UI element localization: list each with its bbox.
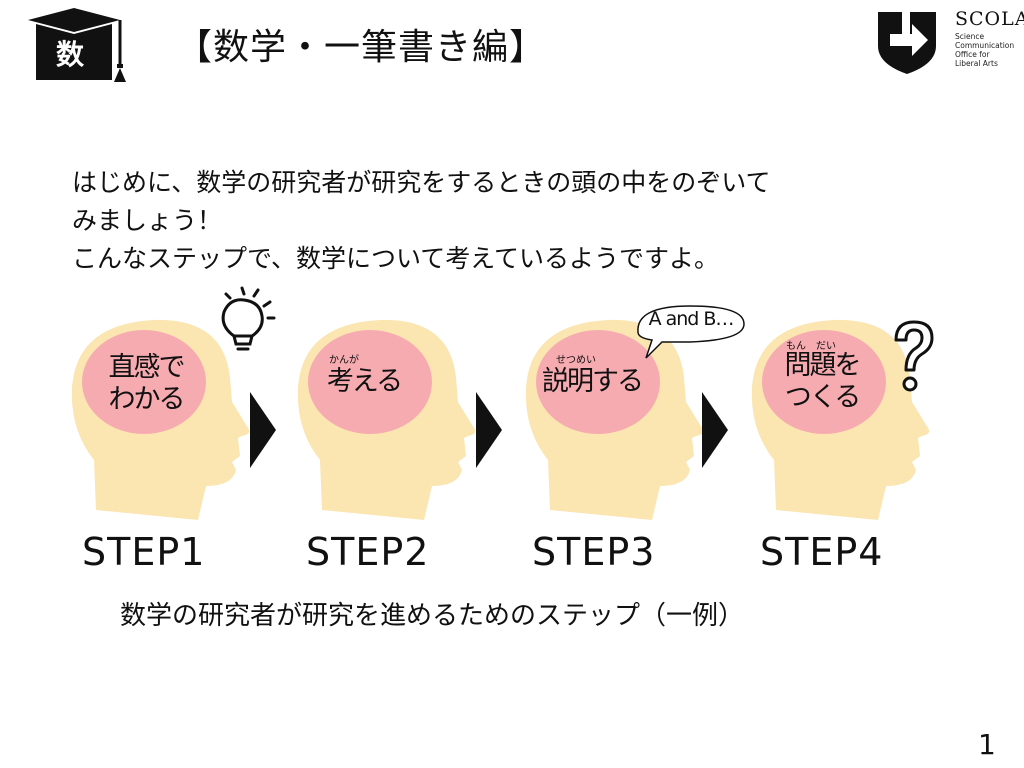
page-number: 1 bbox=[978, 728, 996, 761]
logo-subtitle: Liberal Arts bbox=[955, 59, 998, 68]
step-arrow-icon bbox=[702, 392, 728, 468]
step-arrow-icon bbox=[476, 392, 502, 468]
ruby-text: せつめい bbox=[556, 355, 596, 366]
speech-bubble bbox=[637, 305, 745, 359]
brain-label: 直感で わかる bbox=[104, 352, 188, 416]
logo-subtitle: Office for bbox=[955, 50, 990, 59]
brain-label: 考える bbox=[322, 366, 406, 398]
step-arrow-icon bbox=[250, 392, 276, 468]
page-title: 【数学・一筆書き編】 bbox=[176, 27, 547, 68]
intro-line: はじめに、数学の研究者が研究をするときの頭の中をのぞいて bbox=[72, 168, 771, 197]
brain-line: 説明する bbox=[542, 366, 644, 397]
step-label: STEP2 bbox=[306, 530, 430, 574]
badge-label: 数 bbox=[55, 38, 84, 71]
logo-subtitle: Science bbox=[955, 32, 985, 41]
intro-line: こんなステップで、数学について考えているようですよ。 bbox=[72, 244, 720, 273]
step-label: STEP1 bbox=[82, 530, 206, 574]
brain-line: 問題を bbox=[784, 350, 862, 381]
intro-line: みましょう！ bbox=[72, 206, 223, 235]
step-label: STEP4 bbox=[760, 530, 884, 574]
brain-label: 説明する bbox=[536, 366, 648, 398]
steps-caption: 数学の研究者が研究を進めるためのステップ（一例） bbox=[120, 601, 745, 631]
head-silhouette bbox=[297, 319, 476, 520]
question-mark-icon bbox=[894, 320, 934, 392]
step-label: STEP3 bbox=[532, 530, 656, 574]
brain-line: 直感で bbox=[108, 352, 186, 383]
brain-label: 問題を つくる bbox=[780, 350, 864, 414]
brain-line: 考える bbox=[326, 366, 403, 397]
speech-bubble-text: A and B… bbox=[648, 308, 735, 330]
graduation-cap-icon bbox=[28, 8, 126, 82]
ruby-text: かんが bbox=[329, 355, 359, 366]
scola-logo-icon bbox=[878, 12, 936, 74]
lightbulb-icon bbox=[221, 286, 276, 351]
logo-name: SCOLA bbox=[955, 8, 1024, 30]
brain-line: つくる bbox=[784, 382, 861, 413]
brain-line: わかる bbox=[108, 384, 186, 415]
logo-subtitle: Communication bbox=[955, 41, 1015, 50]
ruby-text: もん だい bbox=[786, 341, 836, 352]
